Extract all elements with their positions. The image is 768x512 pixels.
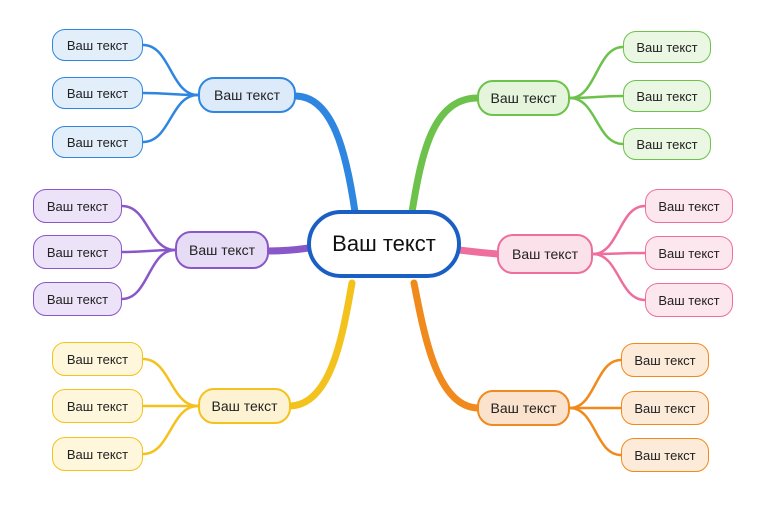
link-pink-3: [591, 252, 647, 302]
leaf-blue-2[interactable]: Ваш текст: [52, 77, 143, 109]
leaf-yellow-2[interactable]: Ваш текст: [52, 389, 143, 423]
link-blue-1: [141, 43, 200, 97]
branch-green[interactable]: Ваш текст: [477, 80, 570, 116]
leaf-pink-1[interactable]: Ваш текст: [645, 189, 733, 223]
leaf-green-3[interactable]: Ваш текст: [623, 128, 711, 160]
link-yellow-3: [141, 404, 200, 456]
trunk-orange: [410, 279, 482, 412]
link-pink-2: [591, 251, 647, 256]
link-green-1: [568, 45, 625, 100]
leaf-yellow-3[interactable]: Ваш текст: [52, 437, 143, 471]
branch-purple[interactable]: Ваш текст: [175, 231, 269, 269]
trunk-purple: [264, 244, 313, 255]
trunk-green: [408, 94, 482, 216]
trunk-pink: [455, 246, 502, 258]
leaf-blue-3[interactable]: Ваш текст: [52, 126, 143, 158]
branch-yellow[interactable]: Ваш текст: [198, 388, 291, 424]
link-purple-3: [120, 248, 177, 301]
leaf-yellow-1[interactable]: Ваш текст: [52, 342, 143, 376]
trunk-blue: [292, 92, 359, 216]
link-green-3: [568, 96, 625, 146]
trunk-yellow: [286, 279, 356, 410]
branch-blue[interactable]: Ваш текст: [198, 77, 296, 113]
central-topic[interactable]: Ваш текст: [307, 210, 461, 278]
leaf-blue-1[interactable]: Ваш текст: [52, 29, 143, 61]
link-orange-3: [568, 406, 623, 457]
branch-pink[interactable]: Ваш текст: [497, 234, 593, 274]
leaf-green-1[interactable]: Ваш текст: [623, 31, 711, 63]
leaf-purple-3[interactable]: Ваш текст: [33, 282, 122, 316]
link-orange-1: [568, 358, 623, 410]
leaf-green-2[interactable]: Ваш текст: [623, 80, 711, 112]
leaf-orange-2[interactable]: Ваш текст: [621, 391, 709, 425]
link-purple-1: [120, 204, 177, 252]
leaf-purple-2[interactable]: Ваш текст: [33, 235, 122, 269]
link-yellow-1: [141, 357, 200, 408]
leaf-pink-3[interactable]: Ваш текст: [645, 283, 733, 317]
leaf-orange-1[interactable]: Ваш текст: [621, 343, 709, 377]
leaf-purple-1[interactable]: Ваш текст: [33, 189, 122, 223]
leaf-pink-2[interactable]: Ваш текст: [645, 236, 733, 270]
branch-orange[interactable]: Ваш текст: [477, 390, 570, 426]
link-blue-3: [141, 93, 200, 144]
leaf-orange-3[interactable]: Ваш текст: [621, 438, 709, 472]
link-pink-1: [591, 204, 647, 256]
